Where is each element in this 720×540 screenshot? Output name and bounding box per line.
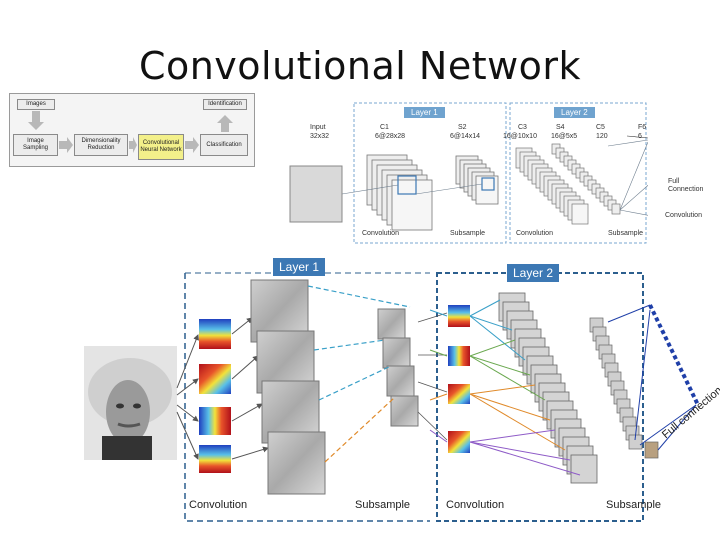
lenet-diagram: Layer 1 Layer 2 Input 32x32 C1 6@28x28 S…	[282, 98, 648, 245]
flow-identification: Identification	[203, 99, 247, 110]
kernel-4	[199, 445, 231, 473]
lenet-c1: C1	[380, 124, 389, 131]
kernel-1	[199, 319, 231, 349]
lenet-s2: S2	[458, 124, 467, 131]
subsample-2-label: Subsample	[606, 499, 662, 511]
lenet-c3-size: 16@10x10	[503, 133, 537, 140]
flow-dimensionality-reduction: Dimensionality Reduction	[74, 134, 128, 156]
lenet-input-size: 32x32	[310, 133, 330, 140]
lenet-s4-size: 16@5x5	[551, 133, 578, 140]
kernel-2	[199, 364, 231, 394]
subsample-1-label: Subsample	[355, 499, 411, 511]
lenet-s2-size: 6@14x14	[450, 133, 481, 140]
lenet-subsample-2: Subsample	[608, 230, 644, 237]
lenet-c5-size: 120	[596, 133, 608, 140]
slide-title: Convolutional Network	[138, 44, 582, 88]
lenet-convolution-1: Convolution	[362, 230, 399, 237]
lenet-layer1-tag: Layer 1	[404, 107, 445, 118]
lenet-c3: C3	[518, 124, 527, 131]
lenet-f6: F6	[638, 124, 647, 131]
feature-map-4	[267, 431, 326, 495]
lenet-f6-size: 6	[638, 133, 642, 140]
lenet-convolution-right: Convolution	[665, 212, 702, 219]
layer2-tag: Layer 2	[507, 264, 560, 282]
lenet-s4: S4	[556, 124, 565, 131]
pipeline-flowchart: Images Identification Image Sampling Dim…	[9, 93, 255, 167]
convolution-2-label: Convolution	[446, 499, 505, 511]
flow-arrows	[28, 111, 233, 153]
flow-cnn: Convolutional Neural Network	[138, 134, 184, 160]
lenet-c1-size: 6@28x28	[375, 133, 406, 140]
flow-image-sampling: Image Sampling	[13, 134, 58, 156]
convolution-1-label: Convolution	[189, 499, 248, 511]
lenet-convolution-2: Convolution	[516, 230, 553, 237]
lenet-input: Input	[310, 124, 326, 131]
kernel-3	[199, 407, 231, 435]
lenet-subsample-1: Subsample	[450, 230, 486, 237]
input-photo	[84, 346, 177, 460]
flow-classification: Classification	[200, 134, 248, 156]
layer1-tag: Layer 1	[273, 258, 326, 276]
lenet-full-connection: Full Connection	[668, 178, 704, 193]
lenet-graphic	[289, 102, 648, 244]
lenet-c5: C5	[596, 124, 605, 131]
flow-images: Images	[17, 99, 55, 110]
lenet-layer2-tag: Layer 2	[554, 107, 595, 118]
